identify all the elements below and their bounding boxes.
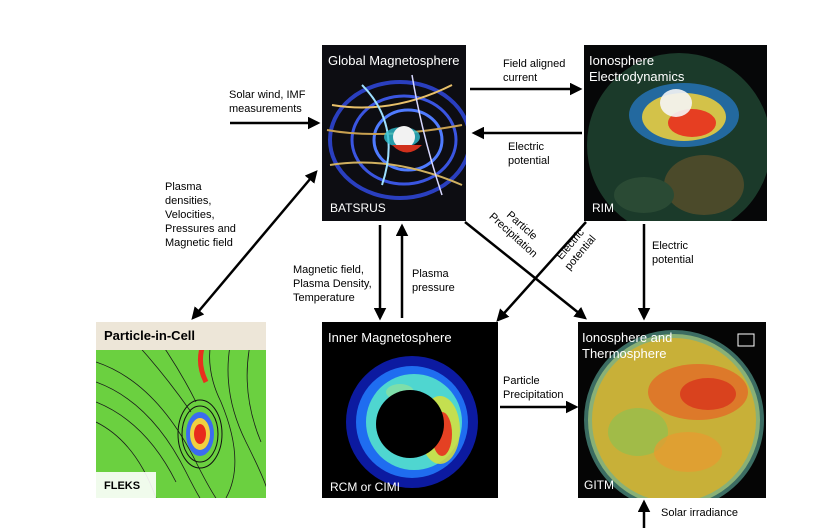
inner-magnetosphere-title: Inner Magnetosphere — [328, 330, 452, 345]
ionosphere-thermosphere-image — [578, 322, 766, 498]
fleks-label: FLEKS — [104, 480, 141, 492]
electric-potential-right-label: Electric potential — [652, 240, 694, 266]
particle-in-cell-panel: Particle-in-Cell FLEKS — [96, 322, 266, 498]
ionosphere-electrodynamics-panel: Ionosphere Electrodynamics RIM — [584, 45, 767, 221]
inner-magnetosphere-panel: Inner Magnetosphere RCM or CIMI — [322, 322, 498, 498]
ionosphere-thermosphere-panel: Ionosphere and Thermosphere GITM — [578, 322, 766, 498]
magnetosphere-image — [322, 45, 466, 221]
rim-label: RIM — [592, 201, 614, 215]
plasma-pressure-label: Plasma pressure — [412, 268, 455, 294]
ionosphere-electrodynamics-title: Ionosphere Electrodynamics — [589, 53, 685, 84]
magnetic-field-label: Magnetic field, Plasma Density, Temperat… — [293, 264, 372, 304]
rcm-cimi-label: RCM or CIMI — [330, 480, 400, 494]
arrow-pic-global — [191, 170, 318, 320]
inner-magnetosphere-image — [322, 322, 498, 498]
ionosphere-thermosphere-title: Ionosphere and Thermosphere — [582, 330, 673, 361]
particle-precipitation-label: Particle Precipitation — [503, 375, 564, 401]
electric-potential-top-label: Electric potential — [508, 141, 550, 167]
plasma-quantities-label: Plasma densities, Velocities, Pressures … — [165, 181, 236, 249]
batsrus-label: BATSRUS — [330, 201, 386, 215]
global-magnetosphere-title: Global Magnetosphere — [328, 53, 460, 68]
ionosphere-electrodynamics-image — [584, 45, 767, 221]
particle-in-cell-title: Particle-in-Cell — [104, 328, 196, 343]
particle-in-cell-image — [96, 322, 266, 498]
solar-wind-label: Solar wind, IMF measurements — [229, 89, 306, 115]
global-magnetosphere-panel: Global Magnetosphere BATSRUS — [322, 45, 466, 221]
arrow-particle-precip-diag — [464, 221, 587, 320]
solar-irradiance-label: Solar irradiance — [661, 507, 739, 519]
field-aligned-current-label: Field aligned current — [503, 58, 566, 84]
arrow-electric-potential-diag — [496, 221, 587, 322]
gitm-label: GITM — [584, 478, 614, 492]
